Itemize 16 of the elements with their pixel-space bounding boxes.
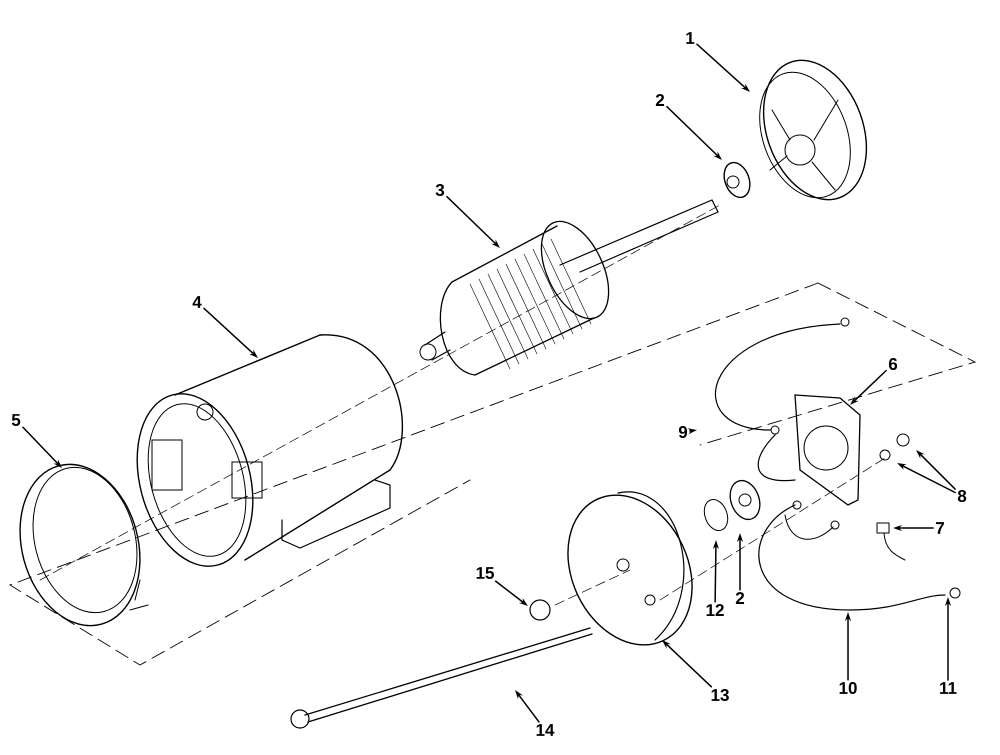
callout-number: 10 bbox=[840, 682, 857, 694]
callout-number: 7 bbox=[936, 522, 944, 534]
callout-number: 15 bbox=[476, 567, 494, 579]
callout-number: 9 bbox=[678, 426, 688, 438]
callout-number: 6 bbox=[888, 358, 898, 370]
callout-number: 1 bbox=[686, 32, 694, 44]
callout-number: 5 bbox=[12, 414, 20, 426]
callout-number: 11 bbox=[940, 682, 957, 694]
callout-number: 13 bbox=[712, 688, 729, 702]
callout-number: 4 bbox=[192, 296, 202, 308]
callout-number: 2 bbox=[736, 592, 744, 604]
callout-number: 12 bbox=[706, 604, 724, 616]
callout-number: 2 bbox=[656, 94, 664, 106]
callout-number: 14 bbox=[536, 724, 554, 736]
callout-number: 3 bbox=[436, 184, 444, 196]
callout-number: 8 bbox=[958, 490, 966, 502]
